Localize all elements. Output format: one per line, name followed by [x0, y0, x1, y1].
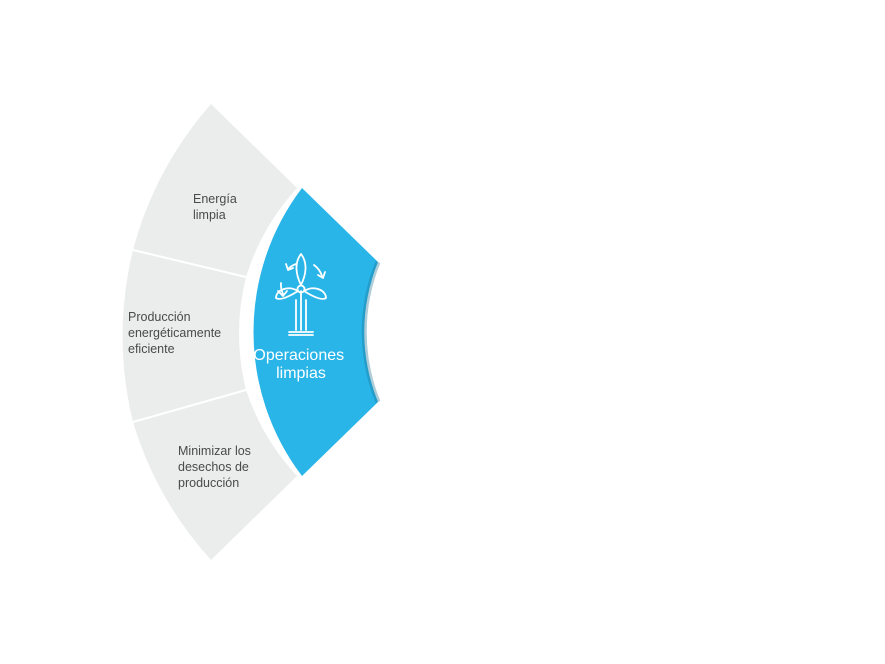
segment-label-energy-efficient-production: Producción energéticamente eficiente [128, 310, 225, 356]
segment-label-minimize-production-waste: Minimizar los desechos de producción [178, 444, 254, 490]
segment-divider-bottom [132, 389, 247, 423]
segment-energy-efficient-production[interactable] [122, 250, 246, 422]
segment-label-line: Energía [193, 192, 237, 206]
segment-label-clean-energy: Energía limpia [193, 192, 240, 222]
segment-divider-top [132, 249, 247, 278]
segment-label-line: producción [178, 476, 239, 490]
segment-label-line: eficiente [128, 342, 175, 356]
segment-minimize-production-waste[interactable] [133, 390, 297, 560]
center-title: Operaciones limpias [253, 347, 348, 382]
center-title-line1: Operaciones [253, 347, 344, 364]
center-segment-inner-shadow [361, 261, 381, 403]
segment-label-line: limpia [193, 208, 226, 222]
segment-label-line: Producción [128, 310, 191, 324]
center-segment[interactable] [253, 188, 381, 476]
center-segment-shape[interactable] [253, 188, 378, 476]
wind-turbine-recycle-icon [275, 253, 327, 336]
segment-label-line: desechos de [178, 460, 249, 474]
segment-label-line: energéticamente [128, 326, 221, 340]
segment-clean-energy[interactable] [133, 104, 297, 277]
outer-ring [122, 104, 297, 560]
segment-label-line: Minimizar los [178, 444, 251, 458]
center-title-line2: limpias [276, 365, 326, 382]
